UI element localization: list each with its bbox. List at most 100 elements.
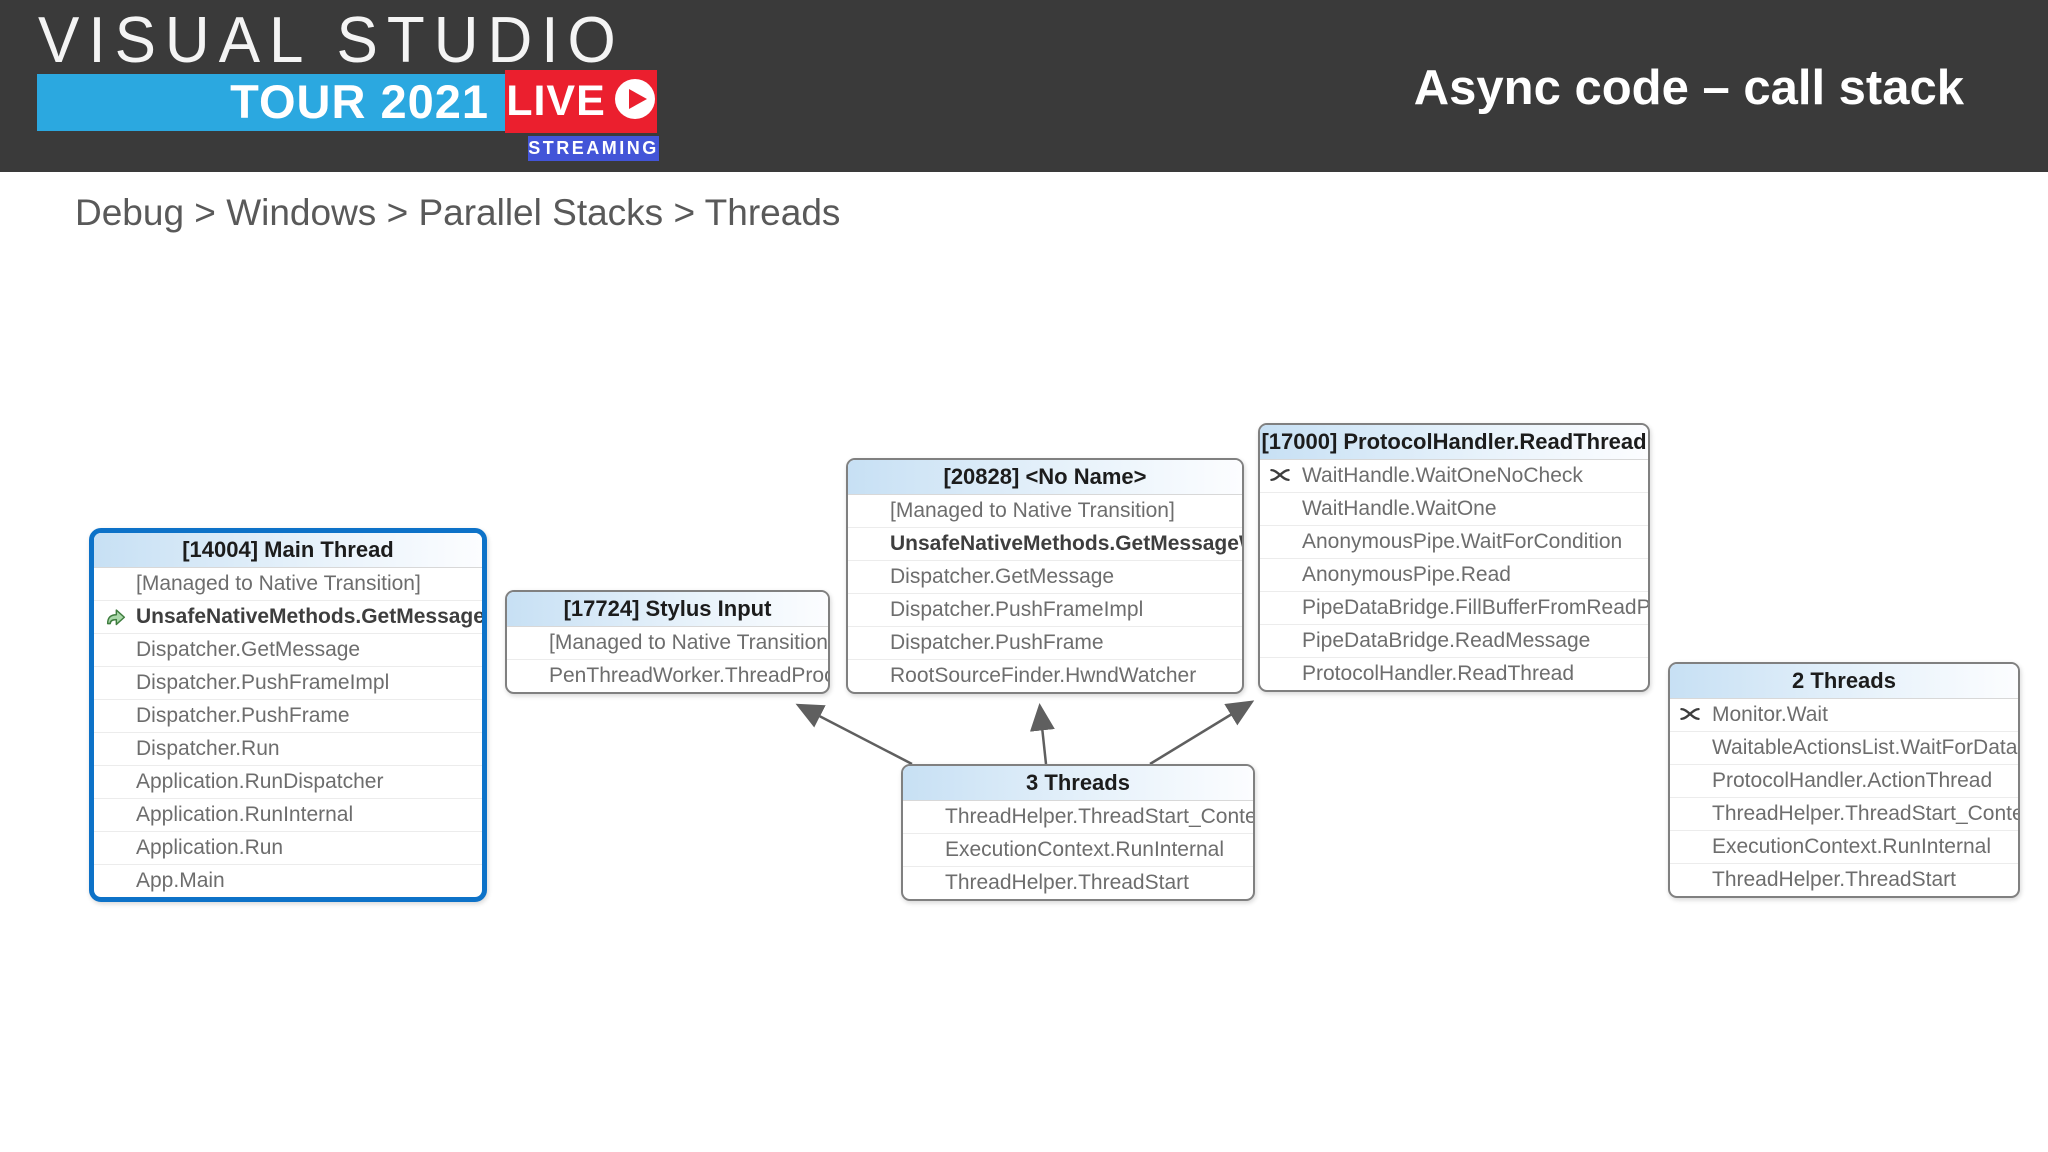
stack-frame-label: [Managed to Native Transition]	[549, 631, 828, 654]
stack-frame-row[interactable]: ThreadHelper.ThreadStart_Context	[903, 800, 1253, 833]
stack-frame-label: App.Main	[136, 869, 225, 892]
stack-frame-label: Application.Run	[136, 836, 284, 859]
stack-frame-label: ExecutionContext.RunInternal	[1712, 835, 1991, 858]
icon-gutter	[1679, 769, 1703, 793]
stack-box-header[interactable]: [14004] Main Thread	[94, 533, 482, 567]
stack-frame-label: [Managed to Native Transition]	[136, 572, 421, 595]
icon-gutter	[516, 664, 540, 688]
stack-frame-row[interactable]: RootSourceFinder.HwndWatcher	[848, 659, 1242, 692]
stack-frame-row[interactable]: PenThreadWorker.ThreadProc	[507, 659, 828, 692]
stack-frame-row[interactable]: App.Main	[94, 864, 482, 897]
thread-stack-box-main-thread: [14004] Main Thread [Managed to Native Tr…	[89, 528, 487, 902]
stack-frame-row[interactable]: UnsafeNativeMethods.GetMessageW	[94, 600, 482, 633]
stack-frame-row[interactable]: Dispatcher.PushFrameImpl	[848, 593, 1242, 626]
icon-gutter	[912, 838, 936, 862]
stack-frame-label: Monitor.Wait	[1712, 703, 1828, 726]
icon-gutter	[857, 631, 881, 655]
stack-frame-row[interactable]: ProtocolHandler.ActionThread	[1670, 764, 2018, 797]
icon-gutter	[103, 704, 127, 728]
thread-wait-icon	[1679, 703, 1703, 727]
logo-visual-studio-text: VISUAL STUDIO	[38, 5, 625, 77]
stack-frame-label: UnsafeNativeMethods.GetMessageW	[136, 605, 482, 628]
streaming-badge: STREAMING	[528, 136, 659, 161]
stack-box-header[interactable]: 2 Threads	[1670, 664, 2018, 698]
icon-gutter	[1269, 530, 1293, 554]
stack-frame-label: Dispatcher.PushFrame	[136, 704, 350, 727]
icon-gutter	[103, 737, 127, 761]
stack-frame-label: Dispatcher.PushFrame	[890, 631, 1104, 654]
stack-frame-row[interactable]: WaitableActionsList.WaitForData	[1670, 731, 2018, 764]
icon-gutter	[103, 572, 127, 596]
stack-frame-row[interactable]: Dispatcher.PushFrame	[848, 626, 1242, 659]
stack-frame-row[interactable]: Dispatcher.PushFrame	[94, 699, 482, 732]
stack-frame-label: WaitableActionsList.WaitForData	[1712, 736, 2018, 759]
stack-frame-label: Dispatcher.GetMessage	[890, 565, 1115, 588]
stack-frame-row[interactable]: PipeDataBridge.FillBufferFromReadPipe	[1260, 591, 1648, 624]
stack-frame-row[interactable]: WaitHandle.WaitOneNoCheck	[1260, 459, 1648, 492]
stack-frame-row[interactable]: ThreadHelper.ThreadStart	[903, 866, 1253, 899]
stack-frame-row[interactable]: Dispatcher.GetMessage	[94, 633, 482, 666]
stack-frame-row[interactable]: [Managed to Native Transition]	[848, 494, 1242, 527]
stack-frame-row[interactable]: WaitHandle.WaitOne	[1260, 492, 1648, 525]
stack-frame-label: WaitHandle.WaitOneNoCheck	[1302, 464, 1583, 487]
live-label: LIVE	[506, 77, 606, 125]
thread-stack-box-stylus-input: [17724] Stylus Input [Managed to Native T…	[505, 590, 830, 694]
stack-frame-label: ThreadHelper.ThreadStart	[1712, 868, 1956, 891]
icon-gutter	[103, 770, 127, 794]
icon-gutter	[1269, 563, 1293, 587]
stack-frame-row[interactable]: Dispatcher.PushFrameImpl	[94, 666, 482, 699]
stack-frame-label: ExecutionContext.RunInternal	[945, 838, 1224, 861]
thread-stack-box-no-name: [20828] <No Name> [Managed to Native Tran…	[846, 458, 1244, 694]
stack-frame-row[interactable]: UnsafeNativeMethods.GetMessageW	[848, 527, 1242, 560]
stack-frame-label: PipeDataBridge.ReadMessage	[1302, 629, 1591, 652]
stack-frame-row[interactable]: ThreadHelper.ThreadStart	[1670, 863, 2018, 896]
stack-frame-label: Application.RunInternal	[136, 803, 354, 826]
stack-frame-label: RootSourceFinder.HwndWatcher	[890, 664, 1197, 687]
stack-frame-row[interactable]: Dispatcher.Run	[94, 732, 482, 765]
stack-frame-label: ProtocolHandler.ActionThread	[1712, 769, 1993, 792]
stack-frame-label: [Managed to Native Transition]	[890, 499, 1175, 522]
stack-box-header[interactable]: 3 Threads	[903, 766, 1253, 800]
play-icon	[614, 78, 656, 125]
stack-frame-label: WaitHandle.WaitOne	[1302, 497, 1497, 520]
stack-frame-row[interactable]: Monitor.Wait	[1670, 698, 2018, 731]
stack-frame-row[interactable]: AnonymousPipe.WaitForCondition	[1260, 525, 1648, 558]
stack-box-header[interactable]: [20828] <No Name>	[848, 460, 1242, 494]
stack-frame-label: UnsafeNativeMethods.GetMessageW	[890, 532, 1242, 555]
icon-gutter	[103, 869, 127, 893]
live-badge: LIVE	[505, 70, 657, 133]
stack-frame-row[interactable]: [Managed to Native Transition]	[507, 626, 828, 659]
stack-frame-row[interactable]: ProtocolHandler.ReadThread	[1260, 657, 1648, 690]
stack-frame-row[interactable]: ExecutionContext.RunInternal	[903, 833, 1253, 866]
icon-gutter	[1269, 662, 1293, 686]
icon-gutter	[857, 664, 881, 688]
stack-frame-row[interactable]: ThreadHelper.ThreadStart_Context	[1670, 797, 2018, 830]
stack-frame-label: AnonymousPipe.Read	[1302, 563, 1511, 586]
stack-box-header[interactable]: [17724] Stylus Input	[507, 592, 828, 626]
stack-frame-row[interactable]: ExecutionContext.RunInternal	[1670, 830, 2018, 863]
stack-frame-row[interactable]: Application.Run	[94, 831, 482, 864]
header-bar: VISUAL STUDIO TOUR 2021 LIVE STREAMING A…	[0, 0, 2048, 172]
stack-box-header[interactable]: [17000] ProtocolHandler.ReadThread	[1260, 425, 1648, 459]
stack-frame-label: Application.RunDispatcher	[136, 770, 384, 793]
thread-wait-icon	[1269, 464, 1293, 488]
logo-tour-bar: TOUR 2021	[37, 74, 505, 131]
icon-gutter	[1269, 629, 1293, 653]
stack-frame-row[interactable]: [Managed to Native Transition]	[94, 567, 482, 600]
icon-gutter	[857, 499, 881, 523]
stack-frame-row[interactable]: Dispatcher.GetMessage	[848, 560, 1242, 593]
stack-frame-row[interactable]: Application.RunInternal	[94, 798, 482, 831]
stack-frame-label: ThreadHelper.ThreadStart_Context	[945, 805, 1253, 828]
icon-gutter	[103, 836, 127, 860]
stack-frame-row[interactable]: PipeDataBridge.ReadMessage	[1260, 624, 1648, 657]
stack-frame-label: PipeDataBridge.FillBufferFromReadPipe	[1302, 596, 1648, 619]
stack-group-arrow	[1029, 703, 1055, 765]
stack-frame-row[interactable]: AnonymousPipe.Read	[1260, 558, 1648, 591]
stack-frame-row[interactable]: Application.RunDispatcher	[94, 765, 482, 798]
icon-gutter	[857, 598, 881, 622]
stack-frame-label: ThreadHelper.ThreadStart_Context	[1712, 802, 2018, 825]
icon-gutter	[103, 638, 127, 662]
